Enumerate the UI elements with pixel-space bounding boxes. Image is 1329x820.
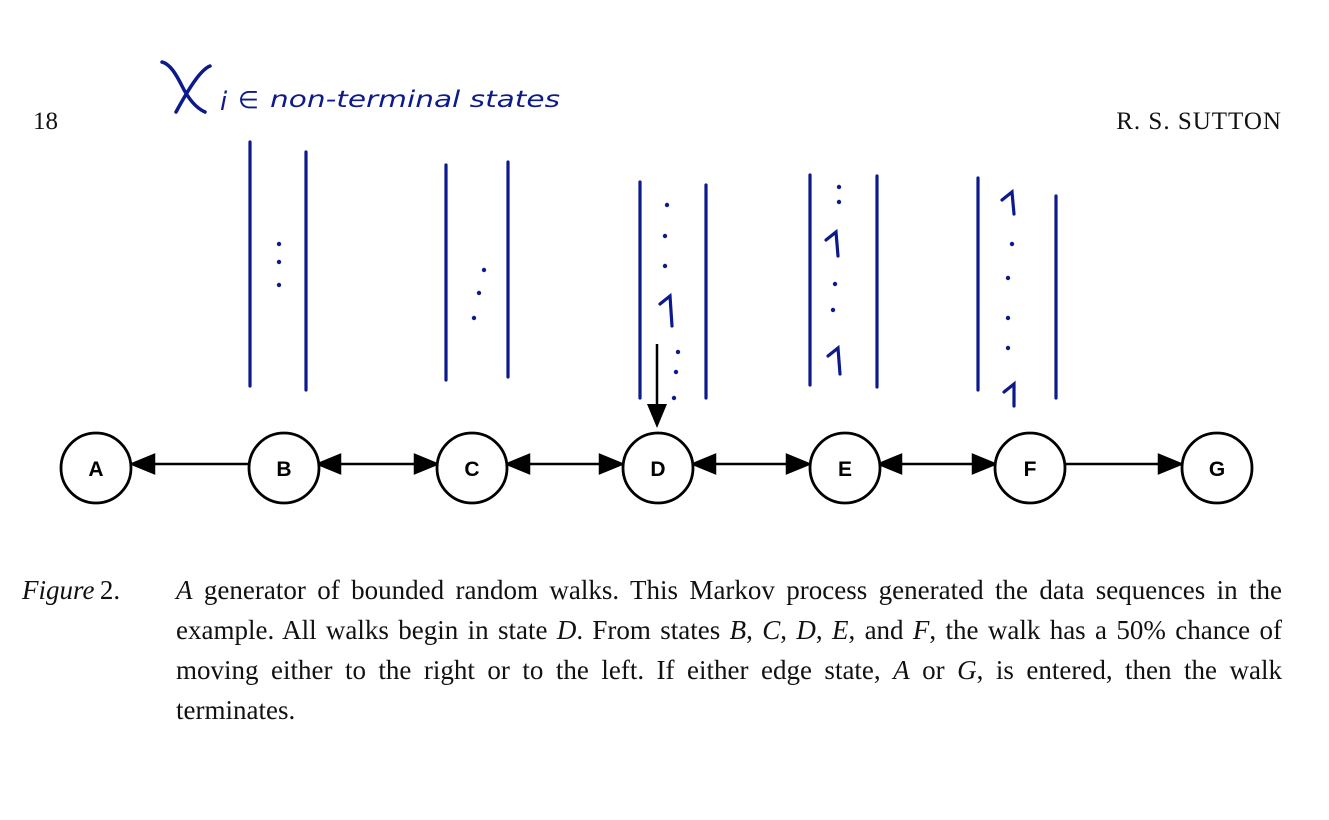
state-label-c: C [464, 458, 479, 481]
state-node-b: B [247, 431, 321, 505]
state-node-f: F [993, 431, 1067, 505]
caption-text: A generator of bounded random walks. Thi… [176, 575, 1283, 725]
start-arrow [647, 344, 667, 428]
state-node-a: A [59, 431, 133, 505]
state-nodes: A B C D E F G [59, 431, 1254, 505]
handwritten-subscript-i: i [220, 87, 228, 117]
one-mark-f-lower [1002, 380, 1016, 408]
caption-state-ref: A [176, 575, 193, 605]
handwritten-element-of: ∈ [238, 86, 259, 114]
caption-label-number: 2. [99, 575, 121, 605]
caption-state-ref: D [556, 615, 577, 645]
caption-state-ref: G [957, 655, 977, 685]
one-mark-e-upper [824, 228, 840, 258]
column-dots [276, 184, 1015, 401]
state-node-e: E [808, 431, 882, 505]
handwritten-x-symbol [160, 60, 212, 114]
one-mark-f-upper [1000, 188, 1016, 216]
one-mark-e-lower [826, 344, 842, 376]
caption-state-ref: F [912, 615, 930, 645]
state-node-d: D [621, 431, 695, 505]
state-label-g: G [1209, 458, 1225, 481]
caption-label-word: Figure [22, 575, 95, 605]
caption-state-ref: C [762, 615, 781, 645]
column-bars [248, 140, 1058, 400]
handwritten-label-text: non-terminal states [270, 87, 560, 113]
handwritten-annotation: i ∈ non-terminal states [160, 60, 560, 117]
state-label-d: D [650, 458, 665, 481]
running-head-author: R. S. SUTTON [1116, 108, 1282, 135]
state-label-f: F [1024, 458, 1037, 481]
figure-caption: Figure 2. A generator of bounded random … [22, 570, 1283, 730]
state-node-g: G [1180, 431, 1254, 505]
random-walk-diagram: i ∈ non-terminal states [59, 60, 1254, 505]
caption-state-ref: D [796, 615, 816, 645]
state-node-c: C [435, 431, 509, 505]
caption-state-ref: E [831, 615, 849, 645]
page-number: 18 [33, 108, 58, 135]
caption-state-ref: A [893, 655, 910, 685]
one-mark-d [658, 292, 674, 328]
state-label-a: A [88, 458, 103, 481]
caption-state-ref: B [729, 615, 747, 645]
state-label-b: B [276, 458, 291, 481]
state-edges [128, 453, 1185, 475]
caption-label: Figure 2. [22, 570, 120, 610]
state-label-e: E [838, 458, 852, 481]
handwritten-ones [658, 188, 1016, 408]
